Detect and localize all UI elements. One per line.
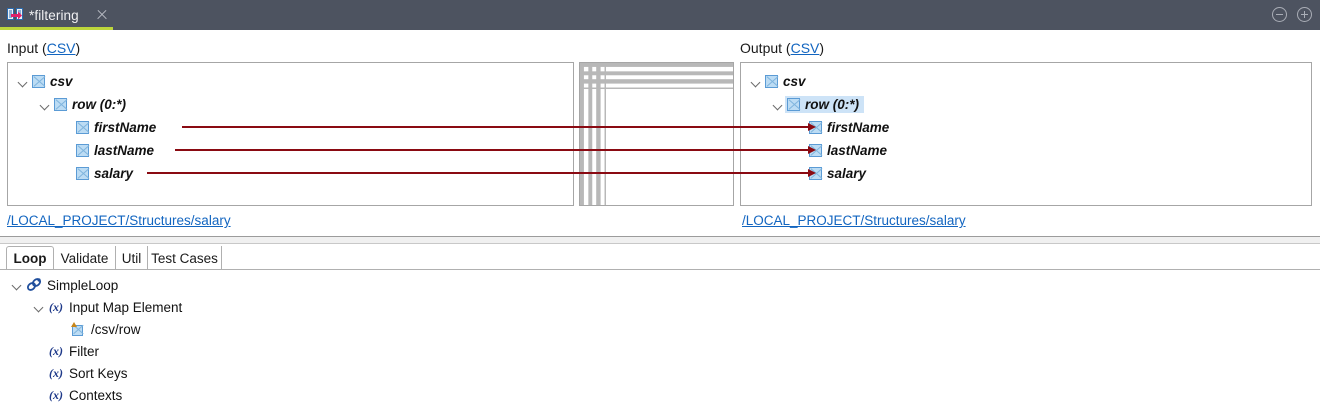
structure-node-icon — [765, 75, 778, 88]
tree-node-label: firstName — [94, 120, 157, 135]
structure-node-icon — [32, 75, 45, 88]
tree-node-label: salary — [827, 166, 867, 181]
loop-tree-row[interactable]: (x) Filter — [32, 340, 99, 362]
loop-tree-row[interactable]: (x) Sort Keys — [32, 362, 128, 384]
mapping-connection-arrowhead — [808, 122, 816, 131]
mapping-connections-layer — [0, 30, 1320, 235]
variable-x-icon: (x) — [49, 387, 63, 402]
input-panel-label-close: ) — [75, 40, 81, 56]
mapping-connection-arrowhead — [808, 145, 816, 154]
loop-tree-row[interactable]: (x) Input Map Element — [32, 296, 182, 318]
loop-properties-tree[interactable]: SimpleLoop (x) Input Map Element/csv/row (x… — [0, 272, 1320, 415]
variable-x-icon: (x) — [49, 299, 63, 314]
loop-tree-label: /csv/row — [91, 321, 141, 337]
tree-node[interactable]: lastName — [76, 143, 154, 158]
minimize-icon[interactable] — [1272, 7, 1287, 22]
input-structure-path-link[interactable]: /LOCAL_PROJECT/Structures/salary — [7, 213, 231, 228]
structure-node-icon — [54, 98, 67, 111]
structure-node-icon — [76, 144, 89, 157]
loop-tree-label: Sort Keys — [69, 365, 128, 381]
tree-row[interactable]: salary — [60, 163, 133, 184]
tab-strip-divider — [0, 269, 1320, 270]
output-panel-label: Output (CSV) — [740, 40, 824, 56]
structure-node-icon — [787, 98, 800, 111]
loop-tree-label: SimpleLoop — [47, 277, 119, 293]
tree-node-label: csv — [783, 74, 806, 89]
output-csv-link[interactable]: CSV — [790, 40, 820, 56]
map-row-icon — [70, 321, 86, 337]
active-tab-accent-bar — [0, 27, 113, 31]
tree-row[interactable]: lastName — [793, 140, 887, 161]
output-structure-tree[interactable]: csv row (0:*) firstName lastName salary — [740, 62, 1312, 206]
input-panel-label: Input (CSV) — [7, 40, 80, 56]
tree-row[interactable]: csv — [749, 71, 806, 92]
loop-tree-label: Contexts — [69, 387, 123, 403]
mapping-connection-arrowhead — [808, 168, 816, 177]
tree-node[interactable]: row (0:*) — [54, 97, 126, 112]
chevron-down-icon[interactable] — [10, 279, 23, 292]
tree-row[interactable]: lastName — [60, 140, 154, 161]
tree-node-label: csv — [50, 74, 73, 89]
tab-util[interactable]: Util — [116, 246, 148, 270]
tree-node[interactable]: csv — [765, 74, 806, 89]
tab-loop[interactable]: Loop — [6, 246, 54, 270]
tab-validate[interactable]: Validate — [54, 246, 116, 270]
mapping-connection-line[interactable] — [147, 172, 808, 175]
window-controls — [1272, 7, 1312, 22]
mapping-connection-line[interactable] — [182, 126, 808, 129]
chevron-down-icon[interactable] — [32, 301, 45, 314]
variable-x-icon: (x) — [49, 343, 63, 358]
mapping-connection-line[interactable] — [175, 149, 808, 152]
tree-row[interactable]: row (0:*) — [38, 94, 126, 115]
loop-tree-row[interactable]: SimpleLoop — [10, 274, 118, 296]
tree-node-label: lastName — [827, 143, 888, 158]
tree-node[interactable]: firstName — [76, 120, 156, 135]
tree-node[interactable]: lastName — [809, 143, 887, 158]
loop-tree-row[interactable]: (x) Contexts — [32, 384, 122, 406]
structure-node-icon — [76, 167, 89, 180]
tree-node-label: lastName — [94, 143, 155, 158]
tree-row[interactable]: row (0:*) — [771, 94, 864, 115]
input-structure-tree[interactable]: csv row (0:*) firstName lastName salary — [7, 62, 574, 206]
output-panel-label-close: ) — [819, 40, 825, 56]
tree-node[interactable]: csv — [32, 74, 73, 89]
chain-link-icon — [26, 277, 42, 293]
title-bar: *filtering — [0, 0, 1320, 31]
tree-node[interactable]: salary — [76, 166, 133, 181]
tree-node-label: salary — [94, 166, 134, 181]
output-panel-label-text: Output ( — [740, 40, 791, 56]
mapping-editor-icon — [7, 7, 23, 23]
tree-node-label: row (0:*) — [72, 97, 126, 112]
maximize-icon[interactable] — [1297, 7, 1312, 22]
mapping-grid-canvas[interactable] — [579, 62, 734, 206]
tree-row[interactable]: firstName — [60, 117, 156, 138]
tab-test-cases[interactable]: Test Cases — [148, 246, 222, 270]
loop-tree-row[interactable]: /csv/row — [54, 318, 141, 340]
editor-tab-label: *filtering — [29, 7, 79, 23]
close-icon[interactable] — [96, 9, 108, 21]
loop-tree-label: Filter — [69, 343, 99, 359]
input-csv-link[interactable]: CSV — [46, 40, 76, 56]
horizontal-splitter[interactable] — [0, 236, 1320, 244]
loop-tree-label: Input Map Element — [69, 299, 183, 315]
tree-node-selected[interactable]: row (0:*) — [785, 96, 864, 113]
tree-row[interactable]: csv — [16, 71, 73, 92]
input-panel-label-text: Input ( — [7, 40, 47, 56]
tree-node-label: row (0:*) — [805, 97, 859, 112]
editor-tab-filtering[interactable]: *filtering — [0, 0, 113, 30]
output-structure-path-link[interactable]: /LOCAL_PROJECT/Structures/salary — [742, 213, 966, 228]
tree-node-label: firstName — [827, 120, 890, 135]
structure-node-icon — [76, 121, 89, 134]
variable-x-icon: (x) — [49, 365, 63, 380]
